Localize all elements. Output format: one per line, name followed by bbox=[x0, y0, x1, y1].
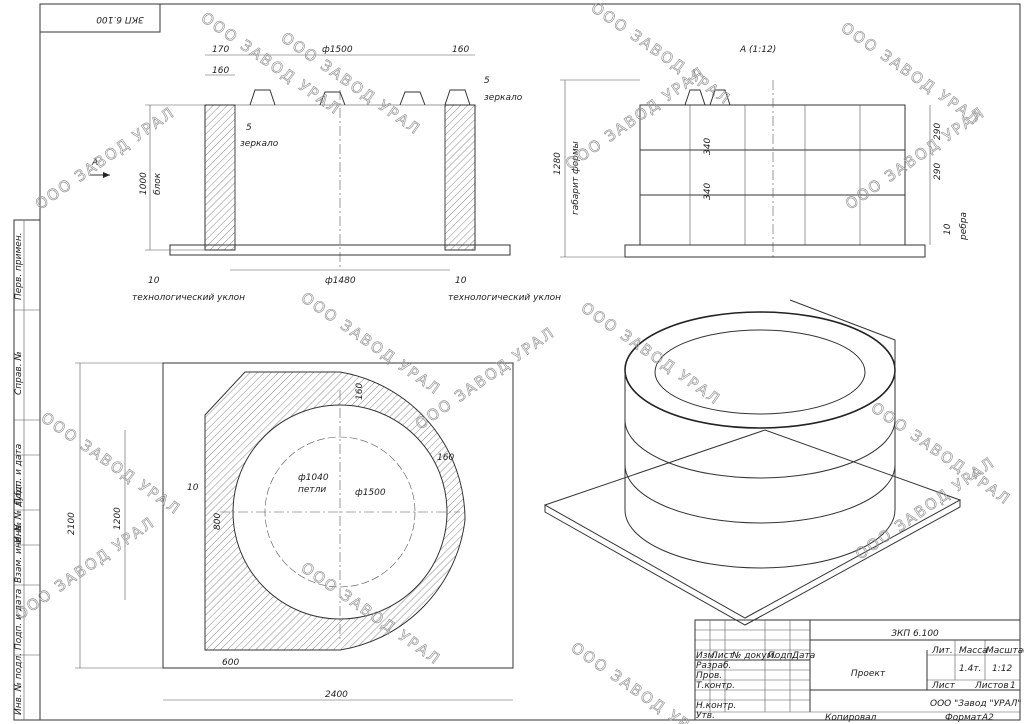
label-slope: технологический уклон bbox=[448, 293, 561, 303]
sheet-label: Лист bbox=[931, 681, 956, 691]
strip-label: Взам. инв. № bbox=[14, 522, 24, 583]
dim-2100: 2100 bbox=[67, 512, 77, 535]
isometric-view bbox=[543, 299, 962, 626]
side-strip-lines bbox=[14, 309, 40, 656]
label-mirror: зеркало bbox=[240, 139, 279, 149]
dim-160: 160 bbox=[355, 383, 365, 400]
strip-label: Подп. и дата bbox=[14, 589, 24, 650]
dim-160: 160 bbox=[212, 66, 229, 76]
svg-text:ООО ЗАВОД УРАЛ: ООО ЗАВОД УРАЛ bbox=[562, 63, 709, 173]
dim-1280: 1280 bbox=[553, 152, 563, 175]
sheets-value: 1 bbox=[1010, 681, 1016, 691]
company: ООО "Завод "УРАЛ" bbox=[930, 699, 1022, 709]
label-loops: петли bbox=[298, 485, 326, 495]
role: Т.контр. bbox=[696, 681, 735, 691]
svg-text:ООО ЗАВОД УРАЛ: ООО ЗАВОД УРАЛ bbox=[38, 409, 185, 519]
label-slope: технологический уклон bbox=[132, 293, 245, 303]
role: Утв. bbox=[696, 711, 715, 721]
strip-label: Инв. № дубл. bbox=[14, 481, 24, 543]
top-stamp bbox=[39, 3, 161, 33]
view-arrow-label: А bbox=[91, 158, 98, 168]
dim-diam1500: ф1500 bbox=[322, 45, 353, 55]
label-mirror: зеркало bbox=[484, 93, 523, 103]
strip-label: Инв. № подл. bbox=[14, 653, 24, 715]
dim-170: 170 bbox=[212, 45, 229, 55]
dim-5: 5 bbox=[484, 76, 490, 86]
side-view-title: А (1:12) bbox=[739, 45, 776, 55]
header-date: Дата bbox=[791, 651, 815, 661]
scale-label: Масштаб bbox=[986, 646, 1024, 656]
dim-340: 340 bbox=[703, 138, 713, 155]
role: Разраб. bbox=[696, 661, 731, 671]
label-block: блок bbox=[153, 172, 163, 195]
top-stamp-code: ЗКП 6.100 bbox=[96, 14, 144, 24]
dim-10: 10 bbox=[943, 223, 953, 235]
dim-2400: 2400 bbox=[325, 690, 348, 700]
lit-label: Лит. bbox=[931, 646, 953, 656]
title-code: ЗКП 6.100 bbox=[891, 629, 939, 639]
strip-label: Справ. № bbox=[14, 351, 24, 395]
role: Пров. bbox=[696, 671, 722, 681]
svg-text:ООО ЗАВОД УРАЛ: ООО ЗАВОД УРАЛ bbox=[32, 103, 179, 213]
title-block bbox=[694, 619, 1021, 721]
strip-label: Подп. и дата bbox=[14, 444, 24, 505]
header-izm: Изм. bbox=[696, 651, 717, 661]
dim-diam1040: ф1040 bbox=[298, 473, 329, 483]
dim-diam1500: ф1500 bbox=[355, 488, 386, 498]
dim-10: 10 bbox=[187, 483, 199, 493]
dim-340: 340 bbox=[703, 183, 713, 200]
strip-label: Перв. примен. bbox=[14, 232, 24, 300]
svg-text:ООО ЗАВОД УРАЛ: ООО ЗАВОД УРАЛ bbox=[578, 299, 725, 409]
dim-1000: 1000 bbox=[139, 172, 149, 195]
svg-text:ООО ЗАВОД УРАЛ: ООО ЗАВОД УРАЛ bbox=[568, 639, 715, 724]
header-sign: Подп. bbox=[768, 651, 795, 661]
dim-diam1480: ф1480 bbox=[325, 276, 356, 286]
side-strip bbox=[13, 219, 41, 721]
title-name: Проект bbox=[851, 669, 886, 679]
header-list: Лист bbox=[710, 651, 735, 661]
dim-160: 160 bbox=[437, 453, 454, 463]
copied-label: Копировал bbox=[825, 713, 877, 723]
dim-5: 5 bbox=[246, 123, 252, 133]
dim-290: 290 bbox=[933, 123, 943, 140]
mass-value: 1.4т. bbox=[959, 664, 981, 674]
label-gabarit: габарит формы bbox=[571, 141, 581, 215]
svg-text:ООО ЗАВОД УРАЛ: ООО ЗАВОД УРАЛ bbox=[12, 513, 159, 623]
role: Н.контр. bbox=[696, 701, 736, 711]
front-section-view bbox=[90, 54, 511, 271]
scale-value: 1:12 bbox=[992, 664, 1012, 674]
sheet-frame bbox=[39, 3, 1021, 721]
svg-text:ООО ЗАВОД УРАЛ: ООО ЗАВОД УРАЛ bbox=[838, 19, 985, 129]
side-view-a bbox=[560, 79, 931, 260]
plan-view bbox=[75, 362, 514, 701]
format-label: Формат bbox=[945, 713, 982, 723]
header-doc: № докум. bbox=[731, 651, 776, 661]
dim-600: 600 bbox=[222, 658, 239, 668]
dim-160: 160 bbox=[452, 45, 469, 55]
dim-290: 290 bbox=[933, 163, 943, 180]
dim-10: 10 bbox=[455, 276, 467, 286]
label-ribs: ребра bbox=[959, 212, 969, 241]
dim-1200: 1200 bbox=[113, 507, 123, 530]
dim-10: 10 bbox=[148, 276, 160, 286]
dim-800: 800 bbox=[213, 513, 223, 530]
mass-label: Масса bbox=[959, 646, 988, 656]
sheets-label: Листов bbox=[974, 681, 1009, 691]
format-value: А2 bbox=[981, 713, 994, 723]
